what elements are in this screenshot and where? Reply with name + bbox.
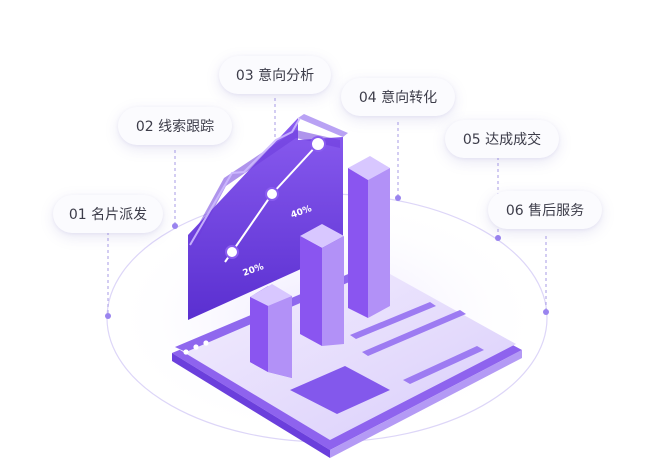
bar-3 <box>348 156 390 180</box>
step-1-bubble: 01 名片派发 <box>53 195 163 233</box>
step-6-bubble: 06 售后服务 <box>488 191 602 229</box>
step-2-label: 02 线索跟踪 <box>135 119 215 135</box>
step-2-bubble: 02 线索跟踪 <box>118 107 232 145</box>
line-chart-wall: 20% 40% <box>188 114 348 320</box>
step-5-bubble: 05 达成成交 <box>445 120 559 158</box>
stripe <box>350 302 436 339</box>
step-5-label: 05 达成成交 <box>462 132 542 148</box>
step-3-bubble: 03 意向分析 <box>219 56 331 94</box>
step-6-label: 06 售后服务 <box>505 203 585 219</box>
stripe <box>403 346 484 384</box>
platform <box>172 264 522 458</box>
step-1-label: 01 名片派发 <box>68 207 148 223</box>
step-4-bubble: 04 意向转化 <box>341 78 455 116</box>
bars <box>250 156 390 378</box>
connector-dots <box>105 195 549 319</box>
step-3-label: 03 意向分析 <box>235 68 315 84</box>
wall-face <box>188 118 343 320</box>
panel-block <box>290 366 390 414</box>
stripe <box>362 310 466 356</box>
step-4-label: 04 意向转化 <box>358 90 438 106</box>
